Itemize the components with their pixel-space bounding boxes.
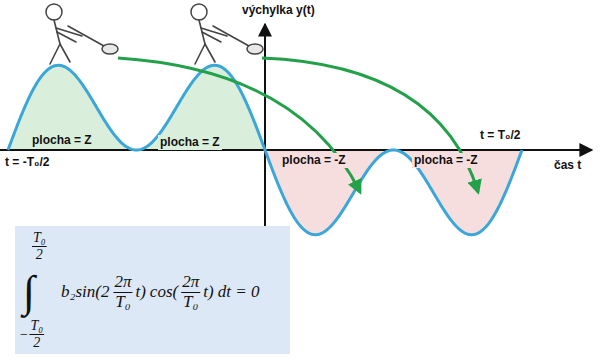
formula-part: ( bbox=[173, 283, 179, 301]
formula-part: 2 bbox=[36, 247, 43, 262]
area-label: plocha = -Z bbox=[280, 153, 348, 168]
formula-part: (2 bbox=[95, 283, 109, 301]
formula-part: 2 bbox=[33, 335, 40, 350]
axis-label: čas t bbox=[552, 158, 583, 173]
area-label: plocha = Z bbox=[158, 135, 222, 150]
interval-label: t = T₀/2 bbox=[478, 128, 522, 143]
formula-part: cos bbox=[150, 283, 173, 301]
formula-part: − bbox=[19, 327, 28, 342]
formula-part: T₀ bbox=[115, 293, 130, 311]
negative-area bbox=[265, 150, 522, 235]
formula-part: t) dt = 0 bbox=[203, 283, 259, 301]
formula-part: 2π bbox=[114, 273, 131, 291]
formula-part: T₀ bbox=[30, 318, 43, 333]
formula-part: 2π bbox=[182, 273, 199, 291]
formula-part: b₂sin bbox=[61, 283, 95, 301]
move-arrow bbox=[118, 58, 360, 192]
interval-label: t = -T₀/2 bbox=[3, 155, 51, 170]
waveform bbox=[8, 65, 522, 234]
formula-part: T₀ bbox=[33, 230, 46, 245]
axis-label: výchylka y(t) bbox=[240, 3, 317, 18]
formula-part: T₀ bbox=[183, 293, 198, 311]
area-label: plocha = -Z bbox=[412, 153, 480, 168]
formula-box: T₀2∫−T₀2b₂sin(22πT₀t)cos(2πT₀t) dt = 0 bbox=[15, 226, 290, 354]
move-arrow bbox=[262, 58, 478, 192]
time-axis bbox=[0, 149, 592, 151]
amplitude-axis bbox=[264, 24, 266, 240]
formula-part: ∫ bbox=[23, 268, 35, 316]
shovel-figure bbox=[46, 4, 118, 64]
area-label: plocha = Z bbox=[30, 133, 94, 148]
formula-part: t) bbox=[135, 283, 145, 301]
